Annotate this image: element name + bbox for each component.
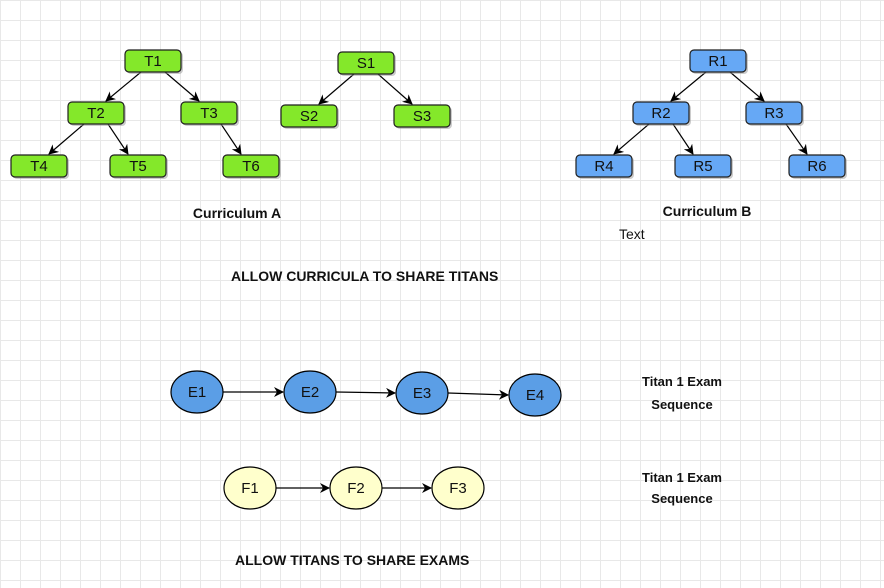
node-label: R2	[651, 105, 670, 122]
sequence-label-2-line-1: Titan 1 Exam	[642, 470, 722, 485]
node-label: R1	[708, 53, 727, 70]
node-t4[interactable]: T4	[10, 154, 69, 179]
curriculum-a-label: Curriculum A	[193, 205, 281, 221]
node-label: T1	[144, 53, 162, 70]
node-ellipse	[508, 373, 562, 417]
node-box	[745, 101, 803, 125]
node-box	[180, 101, 238, 125]
node-label: S1	[357, 55, 375, 72]
sequence-label-1-line-2: Sequence	[651, 397, 712, 412]
node-r2[interactable]: R2	[632, 101, 691, 126]
node-r1[interactable]: R1	[689, 49, 748, 74]
node-label: R4	[594, 158, 613, 175]
node-label: R6	[807, 158, 826, 175]
edge-t1-t3	[164, 71, 200, 102]
node-ellipse	[283, 370, 337, 414]
node-label: E1	[188, 384, 206, 401]
edges-layer	[48, 71, 808, 493]
node-label: E3	[413, 385, 431, 402]
node-f3[interactable]: F3	[431, 466, 485, 510]
node-box	[222, 154, 280, 178]
node-box	[674, 154, 732, 178]
node-t2[interactable]: T2	[67, 101, 126, 126]
edge-t2-t5	[107, 123, 129, 155]
node-box	[67, 101, 125, 125]
node-box	[575, 154, 633, 178]
sequence-label-2-line-2: Sequence	[651, 491, 712, 506]
edge-t2-t4	[48, 123, 85, 155]
node-label: T4	[30, 158, 48, 175]
node-label: R3	[764, 105, 783, 122]
node-label: E2	[301, 384, 319, 401]
node-box	[393, 104, 451, 128]
node-t3[interactable]: T3	[180, 101, 239, 126]
node-t6[interactable]: T6	[222, 154, 281, 179]
node-ellipse	[170, 370, 224, 414]
edge-r1-r2	[670, 71, 707, 102]
node-r3[interactable]: R3	[745, 101, 804, 126]
node-r5[interactable]: R5	[674, 154, 733, 179]
node-e1[interactable]: E1	[170, 370, 224, 414]
node-e2[interactable]: E2	[283, 370, 337, 414]
node-label: F2	[347, 480, 365, 497]
edge-r1-r3	[729, 71, 765, 102]
heading-share-titans: ALLOW CURRICULA TO SHARE TITANS	[231, 268, 498, 284]
node-label: T2	[87, 105, 105, 122]
node-box	[788, 154, 846, 178]
node-box	[689, 49, 747, 73]
edge-r2-r4	[613, 123, 650, 155]
node-ellipse	[223, 466, 277, 510]
node-label: S3	[413, 108, 431, 125]
node-box	[632, 101, 690, 125]
node-box	[280, 104, 338, 128]
node-label: T5	[129, 158, 147, 175]
edge-r2-r5	[672, 123, 694, 155]
node-ellipse	[329, 466, 383, 510]
node-label: S2	[300, 108, 318, 125]
node-label: T3	[200, 105, 218, 122]
node-box	[337, 51, 395, 75]
node-s3[interactable]: S3	[393, 104, 452, 129]
node-t1[interactable]: T1	[124, 49, 183, 74]
node-label: T6	[242, 158, 260, 175]
edge-s1-s2	[318, 73, 355, 105]
edge-r3-r6	[785, 123, 808, 155]
node-t5[interactable]: T5	[109, 154, 168, 179]
node-s1[interactable]: S1	[337, 51, 396, 76]
text-label: Text	[619, 226, 645, 242]
sequence-label-1-line-1: Titan 1 Exam	[642, 374, 722, 389]
node-label: E4	[526, 387, 544, 404]
node-f2[interactable]: F2	[329, 466, 383, 510]
node-label: R5	[693, 158, 712, 175]
node-ellipse	[395, 371, 449, 415]
node-label: F3	[449, 480, 467, 497]
node-f1[interactable]: F1	[223, 466, 277, 510]
edge-s1-s3	[377, 73, 413, 105]
node-s2[interactable]: S2	[280, 104, 339, 129]
edge-e2-e3	[335, 387, 396, 398]
edge-t3-t6	[220, 123, 242, 155]
node-label: F1	[241, 480, 259, 497]
edge-e3-e4	[447, 389, 509, 400]
heading-share-exams: ALLOW TITANS TO SHARE EXAMS	[235, 552, 469, 568]
node-e3[interactable]: E3	[395, 371, 449, 415]
node-e4[interactable]: E4	[508, 373, 562, 417]
node-box	[109, 154, 167, 178]
node-r4[interactable]: R4	[575, 154, 634, 179]
node-box	[124, 49, 182, 73]
node-r6[interactable]: R6	[788, 154, 847, 179]
node-ellipse	[431, 466, 485, 510]
edge-t1-t2	[105, 71, 142, 102]
node-box	[10, 154, 68, 178]
curriculum-b-label: Curriculum B	[663, 203, 752, 219]
